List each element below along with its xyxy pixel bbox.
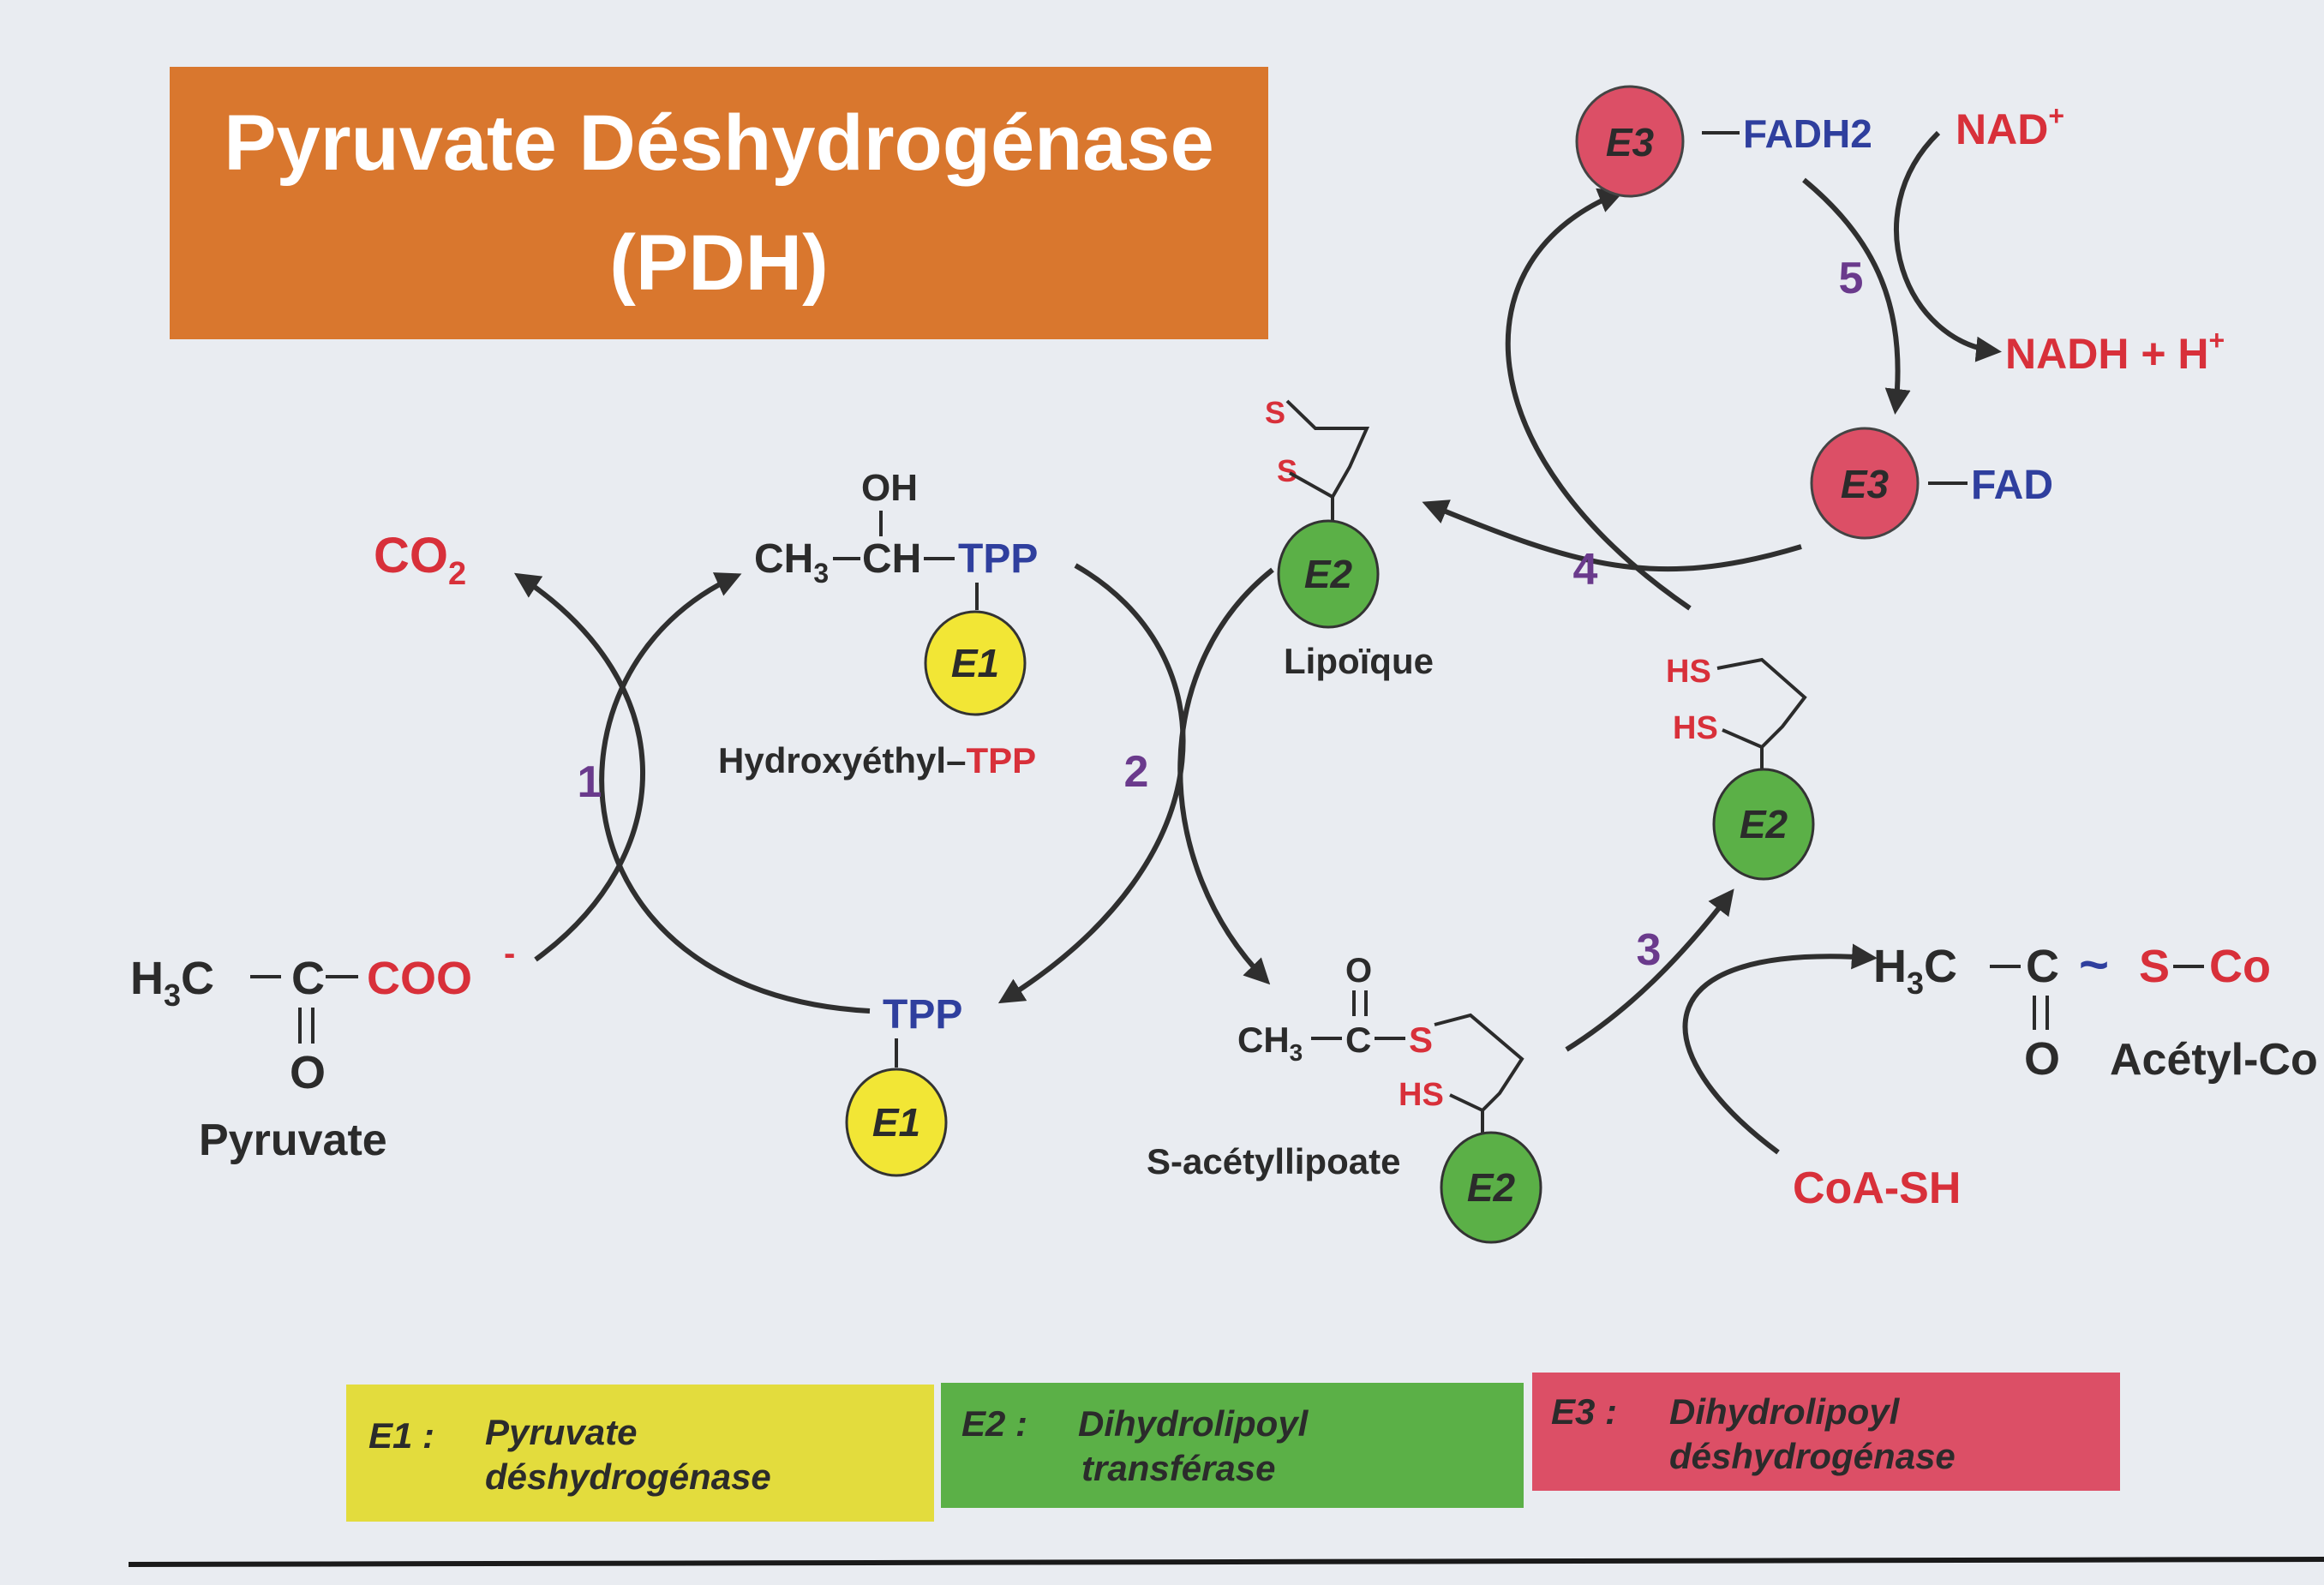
svg-text:S: S: [1265, 395, 1285, 430]
nadh-label: NADH + H+: [2005, 325, 2225, 378]
legend-e3-key: E3 :: [1551, 1391, 1617, 1432]
step-5-label: 5: [1839, 254, 1864, 303]
svg-text:CH3: CH3: [754, 536, 829, 589]
e3-badge-fad: [1810, 427, 1920, 540]
legend: E1 : Pyruvate déshydrogénase E2 : Dihydr…: [346, 1373, 2120, 1522]
legend-e3-box: [1532, 1373, 2120, 1491]
svg-text:-: -: [504, 935, 515, 972]
svg-text:O: O: [2024, 1033, 2060, 1085]
arrow-nad-to-nadh: [1894, 130, 2002, 362]
e3-badge-fadh2: [1575, 85, 1685, 198]
e1-badge-top-label: E1: [951, 641, 999, 685]
acetyllipoate-structure: O CH3 C S HS: [1237, 952, 1524, 1139]
e3-badge-fad-label: E3: [1841, 462, 1890, 506]
e2-badge-acetyllipoate: [1440, 1131, 1542, 1244]
legend-e2-line2: transférase: [1081, 1448, 1275, 1488]
step-4-label: 4: [1573, 545, 1598, 595]
legend-e1-line1: Pyruvate: [485, 1412, 637, 1452]
step-1-label: 1: [578, 757, 602, 807]
e2-badge-dihydro: [1712, 768, 1815, 881]
svg-text:C: C: [1345, 1020, 1371, 1060]
legend-e3-line2: déshydrogénase: [1669, 1436, 1956, 1476]
arrow-pyruvate-to-co2: [513, 572, 645, 962]
e2-badge-lipoique-label: E2: [1304, 552, 1353, 596]
arrow-e3fad-to-lipoique: [1422, 499, 1802, 572]
arrow-acetyllipoate-to-dihydrolipoamide: [1565, 888, 1734, 1052]
e2-badge-acetyllipoate-label: E2: [1467, 1165, 1516, 1210]
svg-text:H3C: H3C: [130, 953, 214, 1013]
acetylcoa-structure: H3C C ~ S Co O: [1873, 936, 2271, 1085]
legend-e1-key: E1 :: [368, 1415, 434, 1456]
legend-e1-box: [346, 1385, 934, 1522]
hydroxyethyl-tpp-structure: OH CH3 CH TPP: [754, 467, 1038, 610]
e1-badge-bottom-label: E1: [872, 1100, 920, 1145]
title-line1: Pyruvate Déshydrogénase: [224, 99, 1214, 187]
svg-text:S: S: [2139, 941, 2170, 992]
arrow-coash-to-acetylcoa: [1682, 943, 1878, 1155]
legend-e1-line2: déshydrogénase: [485, 1456, 771, 1497]
e2-badge-lipoique: [1277, 519, 1380, 629]
lipoique-structure: S S: [1265, 395, 1370, 526]
arrow-tpp-to-hydroxyethyl: [599, 572, 871, 1014]
svg-text:OH: OH: [861, 467, 918, 509]
step-2-label: 2: [1124, 747, 1149, 797]
arrow-lipoique-to-acetyllipoate: [1177, 567, 1274, 985]
svg-text:C: C: [2026, 941, 2059, 992]
co2-label: CO2: [374, 528, 466, 592]
svg-text:S: S: [1409, 1020, 1433, 1060]
arrow-dihydro-to-e3fadh2: [1505, 188, 1692, 611]
svg-text:CH: CH: [862, 536, 921, 582]
svg-text:HS: HS: [1666, 654, 1711, 690]
svg-text:O: O: [1345, 952, 1372, 990]
title-box: [170, 67, 1268, 339]
svg-text:TPP: TPP: [958, 536, 1038, 582]
legend-e2-box: [941, 1383, 1524, 1508]
acetylcoa-label: Acétyl-Co: [2110, 1035, 2318, 1085]
pyruvate-label: Pyruvate: [199, 1115, 387, 1165]
svg-text:H3C: H3C: [1873, 941, 1957, 1001]
e1-badge-bottom: [845, 1068, 948, 1177]
acetyllipoate-label: S-acétyllipoate: [1147, 1141, 1400, 1181]
slide-bottom-edge: [128, 1557, 2324, 1567]
svg-text:CH3: CH3: [1237, 1020, 1303, 1066]
svg-text:~: ~: [2079, 936, 2109, 993]
svg-text:S: S: [1277, 453, 1297, 488]
svg-text:COO: COO: [367, 953, 472, 1004]
step-3-label: 3: [1637, 925, 1662, 975]
e3-badge-fadh2-label: E3: [1606, 120, 1655, 164]
legend-e2-line1: Dihydrolipoyl: [1078, 1403, 1309, 1444]
lipoique-label: Lipoïque: [1284, 641, 1434, 681]
svg-text:O: O: [290, 1047, 326, 1098]
arrow-fadh2-to-fad: [1802, 177, 1911, 415]
title-line2: (PDH): [609, 219, 829, 307]
tpp-free-label: TPP: [883, 992, 962, 1038]
pyruvate-structure: H3C C COO - O: [130, 935, 515, 1098]
svg-text:HS: HS: [1399, 1077, 1444, 1113]
svg-text:Co: Co: [2209, 941, 2271, 992]
e1-badge-top: [924, 610, 1027, 716]
svg-text:C: C: [291, 953, 325, 1004]
legend-e3-line1: Dihydrolipoyl: [1669, 1391, 1901, 1432]
svg-text:HS: HS: [1673, 710, 1718, 746]
nad-label: NAD+: [1956, 100, 2064, 153]
fad-label: FAD: [1971, 463, 2053, 508]
arrow-hydroxyethyl-to-tpp: [997, 563, 1186, 1004]
legend-e2-key: E2 :: [961, 1403, 1027, 1444]
hydroxyethyl-tpp-label: Hydroxyéthyl–TPP: [718, 740, 1036, 781]
coash-label: CoA-SH: [1793, 1163, 1961, 1213]
dihydrolipoamide-structure: HS HS: [1666, 654, 1807, 775]
e2-badge-dihydro-label: E2: [1740, 802, 1788, 846]
fadh2-label: FADH2: [1743, 111, 1872, 156]
